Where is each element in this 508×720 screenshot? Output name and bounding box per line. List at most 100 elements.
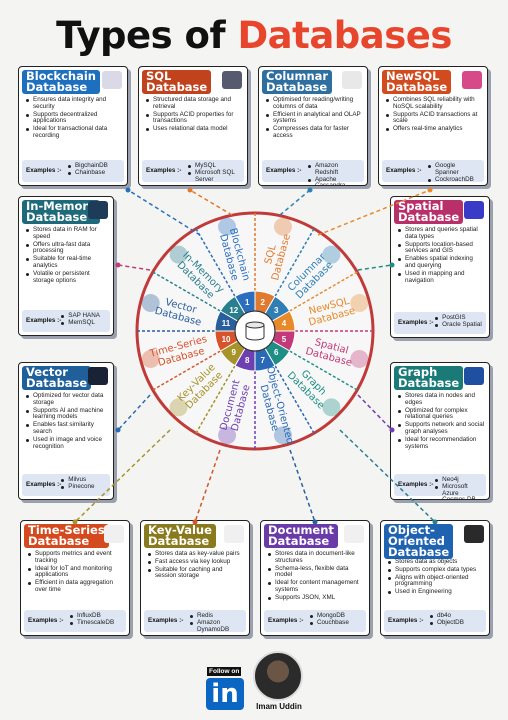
spatial-title-line2: Database [398,210,460,224]
feature-item: Suitable for caching and session storage [147,566,245,581]
feature-item: Stores data in RAM for speed [25,226,109,241]
vector-title-line2: Database [26,376,88,390]
examples-label: Examples :- [148,617,184,624]
feature-item: Stores data in nodes and edges [397,392,485,407]
wheel-divider [289,350,358,391]
blockchain-title-line2: Database [26,80,88,94]
segment-number: 12 [229,306,238,315]
wheel-divider [289,271,358,312]
feature-item: Optimised for reading/writing columns of… [265,96,363,111]
sql-title-line2: Database [146,80,208,94]
example-item: Redis [189,612,242,620]
database-wheel: 2SQLDatabase3ColumnarDatabase4NewSQLData… [135,211,375,451]
example-item: BigchainDB [67,162,120,170]
vector-title-line1: Vector [26,365,68,379]
feature-item: Ideal for recommendation systems [397,436,485,451]
example-item: Amazon DynamoDB [189,619,242,634]
feature-item: Stores data as objects [387,558,485,566]
segment-dot [218,426,237,445]
feature-item: Volatile or persistent storage options [25,270,109,285]
examples-label: Examples :- [26,167,62,174]
blockchain-database-icon [102,71,122,89]
segment-number: 9 [232,348,237,357]
segment-number: 4 [282,319,287,328]
feature-item: Supports decentralized applications [25,111,123,126]
blockchain-title-line1: Blockchain [26,69,96,83]
follow-label: Follow on [207,667,242,676]
segment-number: 1 [245,298,250,307]
example-item: MemSQL [60,319,106,327]
object-title-line3: Database [388,545,450,559]
feature-item: Ideal for content management systems [267,579,365,594]
segment-dot [169,245,188,264]
connector-line [194,449,221,523]
example-item: Chainbase [67,169,120,177]
document-title-line2: Database [268,534,330,548]
example-item: MongoDB [309,612,362,620]
segment-dot [273,217,292,236]
author-avatar [253,651,303,701]
feature-item: Structured data storage and retrieval [145,96,243,111]
wheel-divider [195,365,236,434]
database-cylinder-body [245,325,265,341]
examples-label: Examples :- [268,617,304,624]
example-item: Pinecone [60,483,106,491]
examples-label: Examples :- [386,167,422,174]
keyvalue-title-line1: Key-Value [148,523,212,537]
example-item: SAP HANA [60,312,106,320]
sql-title-line1: SQL [146,69,172,83]
feature-item: Supports AI and machine learning models [25,407,109,422]
examples-label: Examples :- [388,617,424,624]
inmemory-title-line2: Database [26,210,88,224]
connector-arrowhead [125,187,131,193]
segment-number: 10 [222,335,231,344]
database-cylinder-icon [245,321,265,329]
segment-number: 8 [245,356,250,365]
connector-arrowhead [115,427,121,433]
graph-database-icon [464,367,484,385]
timeseries-title-line2: Database [28,534,90,548]
segment-dot [141,294,160,313]
feature-item: Supports metrics and event tracking [27,550,125,565]
example-item: Couchbase [309,619,362,627]
connector-arrowhead [427,187,433,193]
keyvalue-title-line2: Database [148,534,210,548]
feature-item: Enables spatial indexing and querying [397,255,485,270]
segment-dot [350,349,369,368]
feature-item: Used in Engineering [387,588,485,596]
feature-item: Efficient in data aggregation over time [27,579,125,594]
spatial-database-icon [464,201,484,219]
segment-dot [350,294,369,313]
feature-item: Ideal for transactional data recording [25,125,123,140]
feature-item: Compresses data for faster access [265,125,363,140]
example-item: MySQL [187,162,240,170]
feature-item: Stores data as key-value pairs [147,550,245,558]
example-item: db4o [429,612,482,620]
feature-item: Efficient in analytical and OLAP systems [265,111,363,126]
vector-database-icon [88,367,108,385]
linkedin-icon[interactable]: in [206,678,244,710]
